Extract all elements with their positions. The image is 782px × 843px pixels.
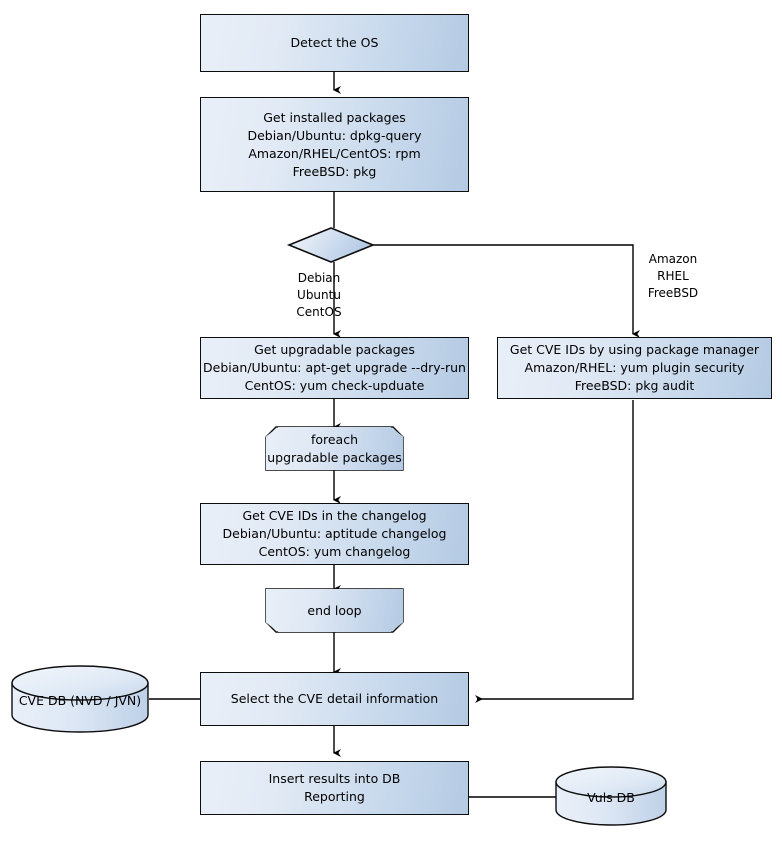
- node-insert-results-label: Insert results into DB Reporting: [268, 771, 401, 804]
- edge-decision-right: [373, 244, 640, 338]
- edge-rightbox-to-select: [475, 400, 634, 703]
- edge-label-right-branch: Amazon RHEL FreeBSD: [637, 251, 709, 302]
- node-vuls-db[interactable]: Vuls DB: [556, 767, 666, 825]
- node-insert-results[interactable]: Insert results into DB Reporting: [200, 761, 469, 815]
- node-decision-label: [289, 228, 373, 262]
- node-get-cve-ids-changelog[interactable]: Get CVE IDs in the changelog Debian/Ubun…: [200, 503, 469, 565]
- node-get-cve-ids-pkg-manager[interactable]: Get CVE IDs by using package manager Ama…: [497, 337, 772, 399]
- node-detect-os[interactable]: Detect the OS: [200, 14, 469, 72]
- node-foreach-loop[interactable]: foreach upgradable packages: [266, 427, 403, 470]
- node-decision[interactable]: [289, 228, 373, 262]
- node-get-installed-packages[interactable]: Get installed packages Debian/Ubuntu: dp…: [200, 97, 469, 192]
- node-cve-db[interactable]: CVE DB (NVD / JVN): [12, 666, 148, 732]
- node-detect-os-label: Detect the OS: [290, 35, 379, 50]
- node-select-cve-detail[interactable]: Select the CVE detail information: [200, 672, 469, 726]
- node-cve-db-label: CVE DB (NVD / JVN): [18, 693, 142, 708]
- node-vuls-db-label: Vuls DB: [587, 790, 635, 805]
- node-end-loop[interactable]: end loop: [266, 589, 403, 632]
- node-get-upgradable-packages[interactable]: Get upgradable packages Debian/Ubuntu: a…: [200, 337, 469, 399]
- edge-label-right-branch-text: Amazon RHEL FreeBSD: [647, 252, 699, 300]
- node-get-cve-ids-changelog-label: Get CVE IDs in the changelog Debian/Ubun…: [222, 508, 447, 559]
- node-get-upgradable-packages-label: Get upgradable packages Debian/Ubuntu: a…: [203, 342, 466, 393]
- node-get-cve-ids-pkg-manager-label: Get CVE IDs by using package manager Ama…: [509, 342, 760, 393]
- edge-label-left-branch-text: Debian Ubuntu CentOS: [296, 271, 342, 319]
- node-end-loop-label: end loop: [307, 602, 362, 618]
- node-select-cve-detail-label: Select the CVE detail information: [230, 691, 439, 706]
- edge-label-left-branch: Debian Ubuntu CentOS: [284, 270, 354, 321]
- node-foreach-loop-label: foreach upgradable packages: [267, 431, 402, 465]
- node-get-installed-packages-label: Get installed packages Debian/Ubuntu: dp…: [247, 109, 422, 179]
